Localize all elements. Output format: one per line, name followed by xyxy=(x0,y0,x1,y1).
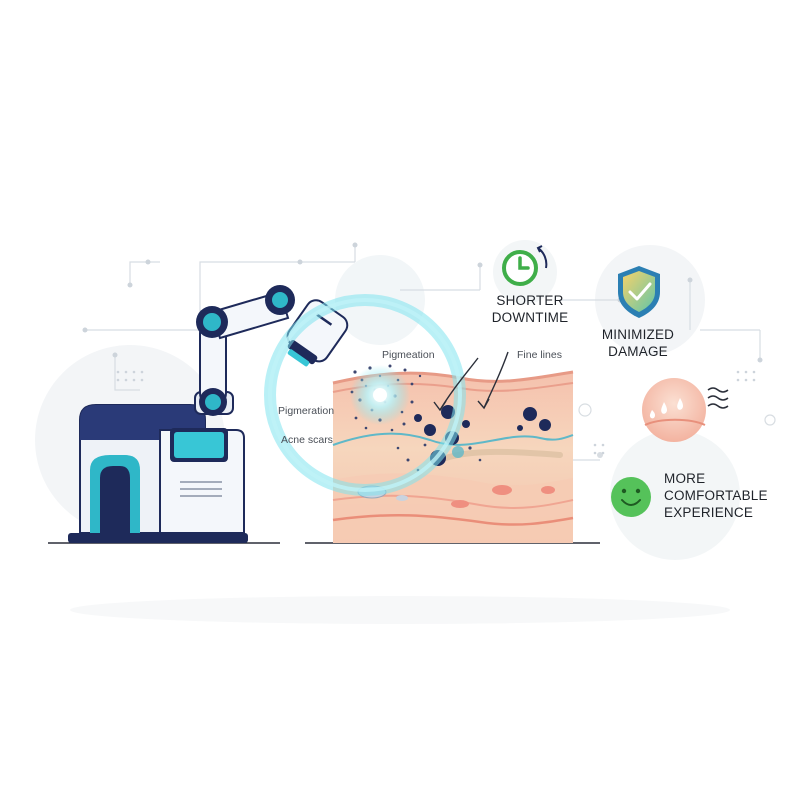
benefit-comfort-line3: EXPERIENCE xyxy=(664,505,754,520)
benefit-comfort-line1: MORE xyxy=(664,471,706,486)
label-pigmentation-top: Pigmeation xyxy=(382,349,435,361)
label-pigmentation-left: Pigmeration xyxy=(278,405,335,417)
benefit-shorter-downtime: SHORTER DOWNTIME xyxy=(475,292,585,326)
benefit-downtime-line2: DOWNTIME xyxy=(491,310,569,325)
shield-check-icon xyxy=(618,266,660,318)
skin-droplets-icon xyxy=(642,378,729,442)
laser-beam-glow xyxy=(264,294,466,496)
benefit-comfort-line2: COMFORTABLE xyxy=(664,488,768,503)
benefit-minimized-damage: MINIMIZED DAMAGE xyxy=(588,326,688,360)
annotation-arrows xyxy=(433,351,509,412)
benefit-downtime-line1: SHORTER xyxy=(496,293,564,308)
clock-refresh-icon xyxy=(493,240,557,304)
benefit-damage-line1: MINIMIZED xyxy=(601,327,675,342)
label-acne-scars: Acne scars xyxy=(281,434,333,446)
laser-robot-arm xyxy=(194,285,349,416)
benefit-comfortable-experience: MORE COMFORTABLE EXPERIENCE xyxy=(664,470,784,521)
laser-console xyxy=(68,404,248,543)
label-fine-lines: Fine lines xyxy=(517,349,562,361)
benefit-damage-line2: DAMAGE xyxy=(608,344,668,359)
smiley-face-icon xyxy=(611,477,651,517)
